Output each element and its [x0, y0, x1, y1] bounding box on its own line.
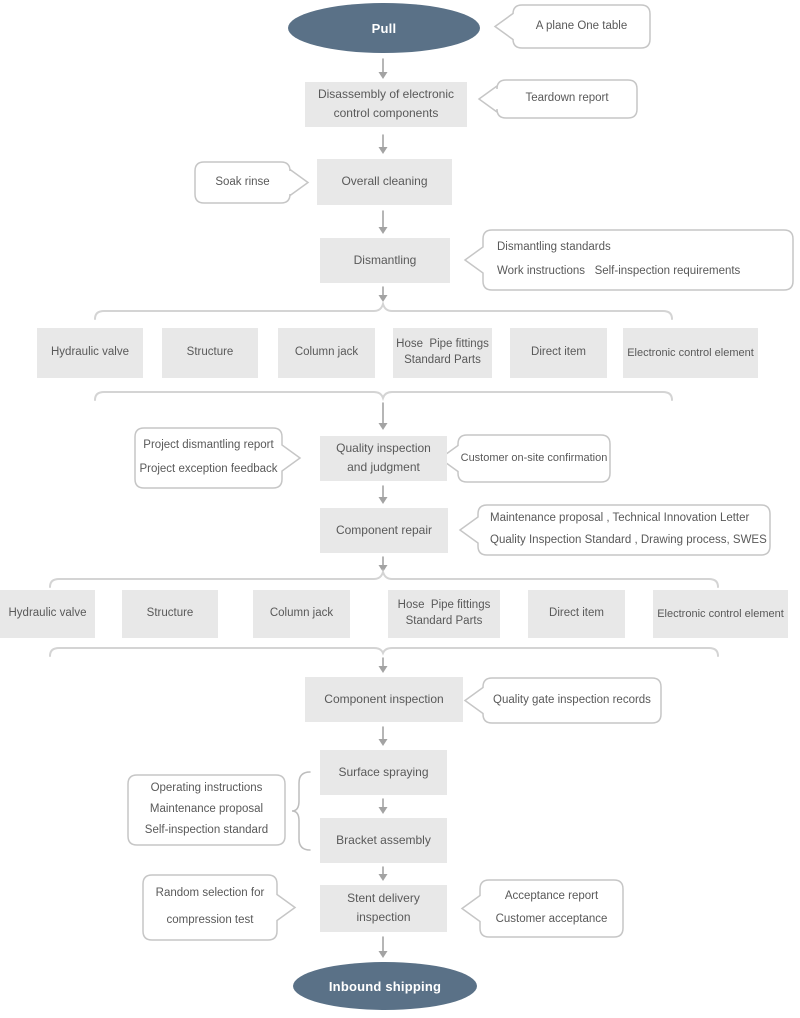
node-label: and judgment	[347, 459, 420, 474]
row1-direct-item: Direct item	[510, 328, 607, 378]
callout-bubble-outline	[463, 229, 794, 291]
row1-column-jack: Column jack	[278, 328, 375, 378]
flow-arrow-head	[378, 72, 388, 79]
flow-arrow-head	[378, 739, 388, 746]
node-surface-spraying: Surface spraying	[320, 750, 447, 795]
flow-arrow-head	[378, 147, 388, 154]
callout-bubble-outline	[142, 874, 297, 941]
start-label: Pull	[371, 20, 397, 36]
row2-direct-item: Direct item	[528, 590, 625, 638]
row1-hose-pipe-fittings: Hose Pipe fittings Standard Parts	[393, 328, 492, 378]
node-disassembly: Disassembly of electronic control compon…	[305, 82, 467, 127]
node-label: Dismantling	[353, 252, 417, 267]
callout-quality-gate-records: Quality gate inspection records	[493, 693, 651, 706]
node-bracket-assembly: Bracket assembly	[320, 818, 447, 863]
merge-brace-row2	[49, 647, 719, 657]
callout-bubble-outline	[134, 427, 302, 489]
row1-hydraulic-valve: Hydraulic valve	[37, 328, 143, 378]
callout-teardown-report: Teardown report	[525, 92, 609, 105]
callout-repair-documents: Maintenance proposal , Technical Innovat…	[490, 512, 767, 546]
node-label: inspection	[356, 910, 411, 925]
callout-bubble-outline	[458, 504, 771, 556]
callout-bubble-outline	[194, 161, 310, 204]
flow-arrow-head	[378, 807, 388, 814]
node-component-inspection: Component inspection	[305, 677, 463, 722]
callout-bubble-outline	[493, 4, 651, 49]
callout-a-plane-one-table: A plane One table	[535, 19, 628, 32]
merge-brace-row1	[94, 391, 673, 402]
callout-bubble-outline	[477, 79, 638, 119]
flow-arrow-head	[378, 423, 388, 430]
node-label: Disassembly of electronic	[317, 87, 455, 102]
callout-soak-rinse: Soak rinse	[215, 175, 270, 188]
row2-electronic-control-element: Electronic control element	[653, 590, 788, 638]
row2-structure: Structure	[122, 590, 218, 638]
callout-bubble-outline	[460, 879, 624, 938]
node-overall-cleaning: Overall cleaning	[317, 159, 452, 205]
callout-bubble-outline	[463, 677, 662, 724]
node-label: Surface spraying	[338, 764, 429, 779]
split-brace-row2	[49, 568, 719, 588]
callout-bubble-outline	[438, 434, 611, 483]
row2-column-jack: Column jack	[253, 590, 350, 638]
callout-dismantling-standards: Dismantling standards Work instructions …	[497, 240, 741, 278]
callout-assembly-documents: Operating instructions Maintenance propo…	[144, 782, 269, 837]
node-label: Component inspection	[324, 691, 444, 706]
node-label: Bracket assembly	[336, 832, 431, 847]
callout-acceptance: Acceptance report Customer acceptance	[495, 889, 608, 926]
row2-hydraulic-valve: Hydraulic valve	[0, 590, 95, 638]
node-quality-inspection: Quality inspection and judgment	[320, 436, 447, 481]
flow-arrow-head	[378, 295, 388, 302]
end-label: Inbound shipping	[328, 978, 442, 994]
row2-hose-pipe-fittings: Hose Pipe fittings Standard Parts	[388, 590, 500, 638]
flow-arrow-head	[378, 666, 388, 673]
row1-electronic-control-element: Electronic control element	[623, 328, 758, 378]
split-brace-row1	[94, 300, 673, 320]
end-terminal-inbound-shipping: Inbound shipping	[293, 962, 477, 1010]
callout-bubble-outline	[127, 774, 286, 846]
node-label: Quality inspection	[336, 441, 431, 456]
node-label: Overall cleaning	[341, 174, 428, 189]
flow-arrow-head	[378, 227, 388, 234]
node-stent-delivery-inspection: Stent delivery inspection	[320, 885, 447, 932]
flow-arrow-head	[378, 951, 388, 958]
node-dismantling: Dismantling	[320, 238, 450, 283]
node-label: control components	[333, 105, 439, 120]
callout-compression-test: Random selection for compression test	[155, 887, 265, 926]
flow-arrow-head	[378, 497, 388, 504]
curly-brace	[291, 771, 311, 851]
node-label: Stent delivery	[347, 891, 420, 906]
row1-structure: Structure	[162, 328, 258, 378]
node-label: Component repair	[335, 522, 433, 537]
flow-arrow-head	[378, 874, 388, 881]
start-terminal-pull: Pull	[288, 3, 480, 53]
callout-customer-onsite-confirmation: Customer on-site confirmation	[460, 451, 608, 464]
callout-project-dismantling-feedback: Project dismantling report Project excep…	[139, 438, 278, 476]
node-component-repair: Component repair	[320, 508, 448, 553]
